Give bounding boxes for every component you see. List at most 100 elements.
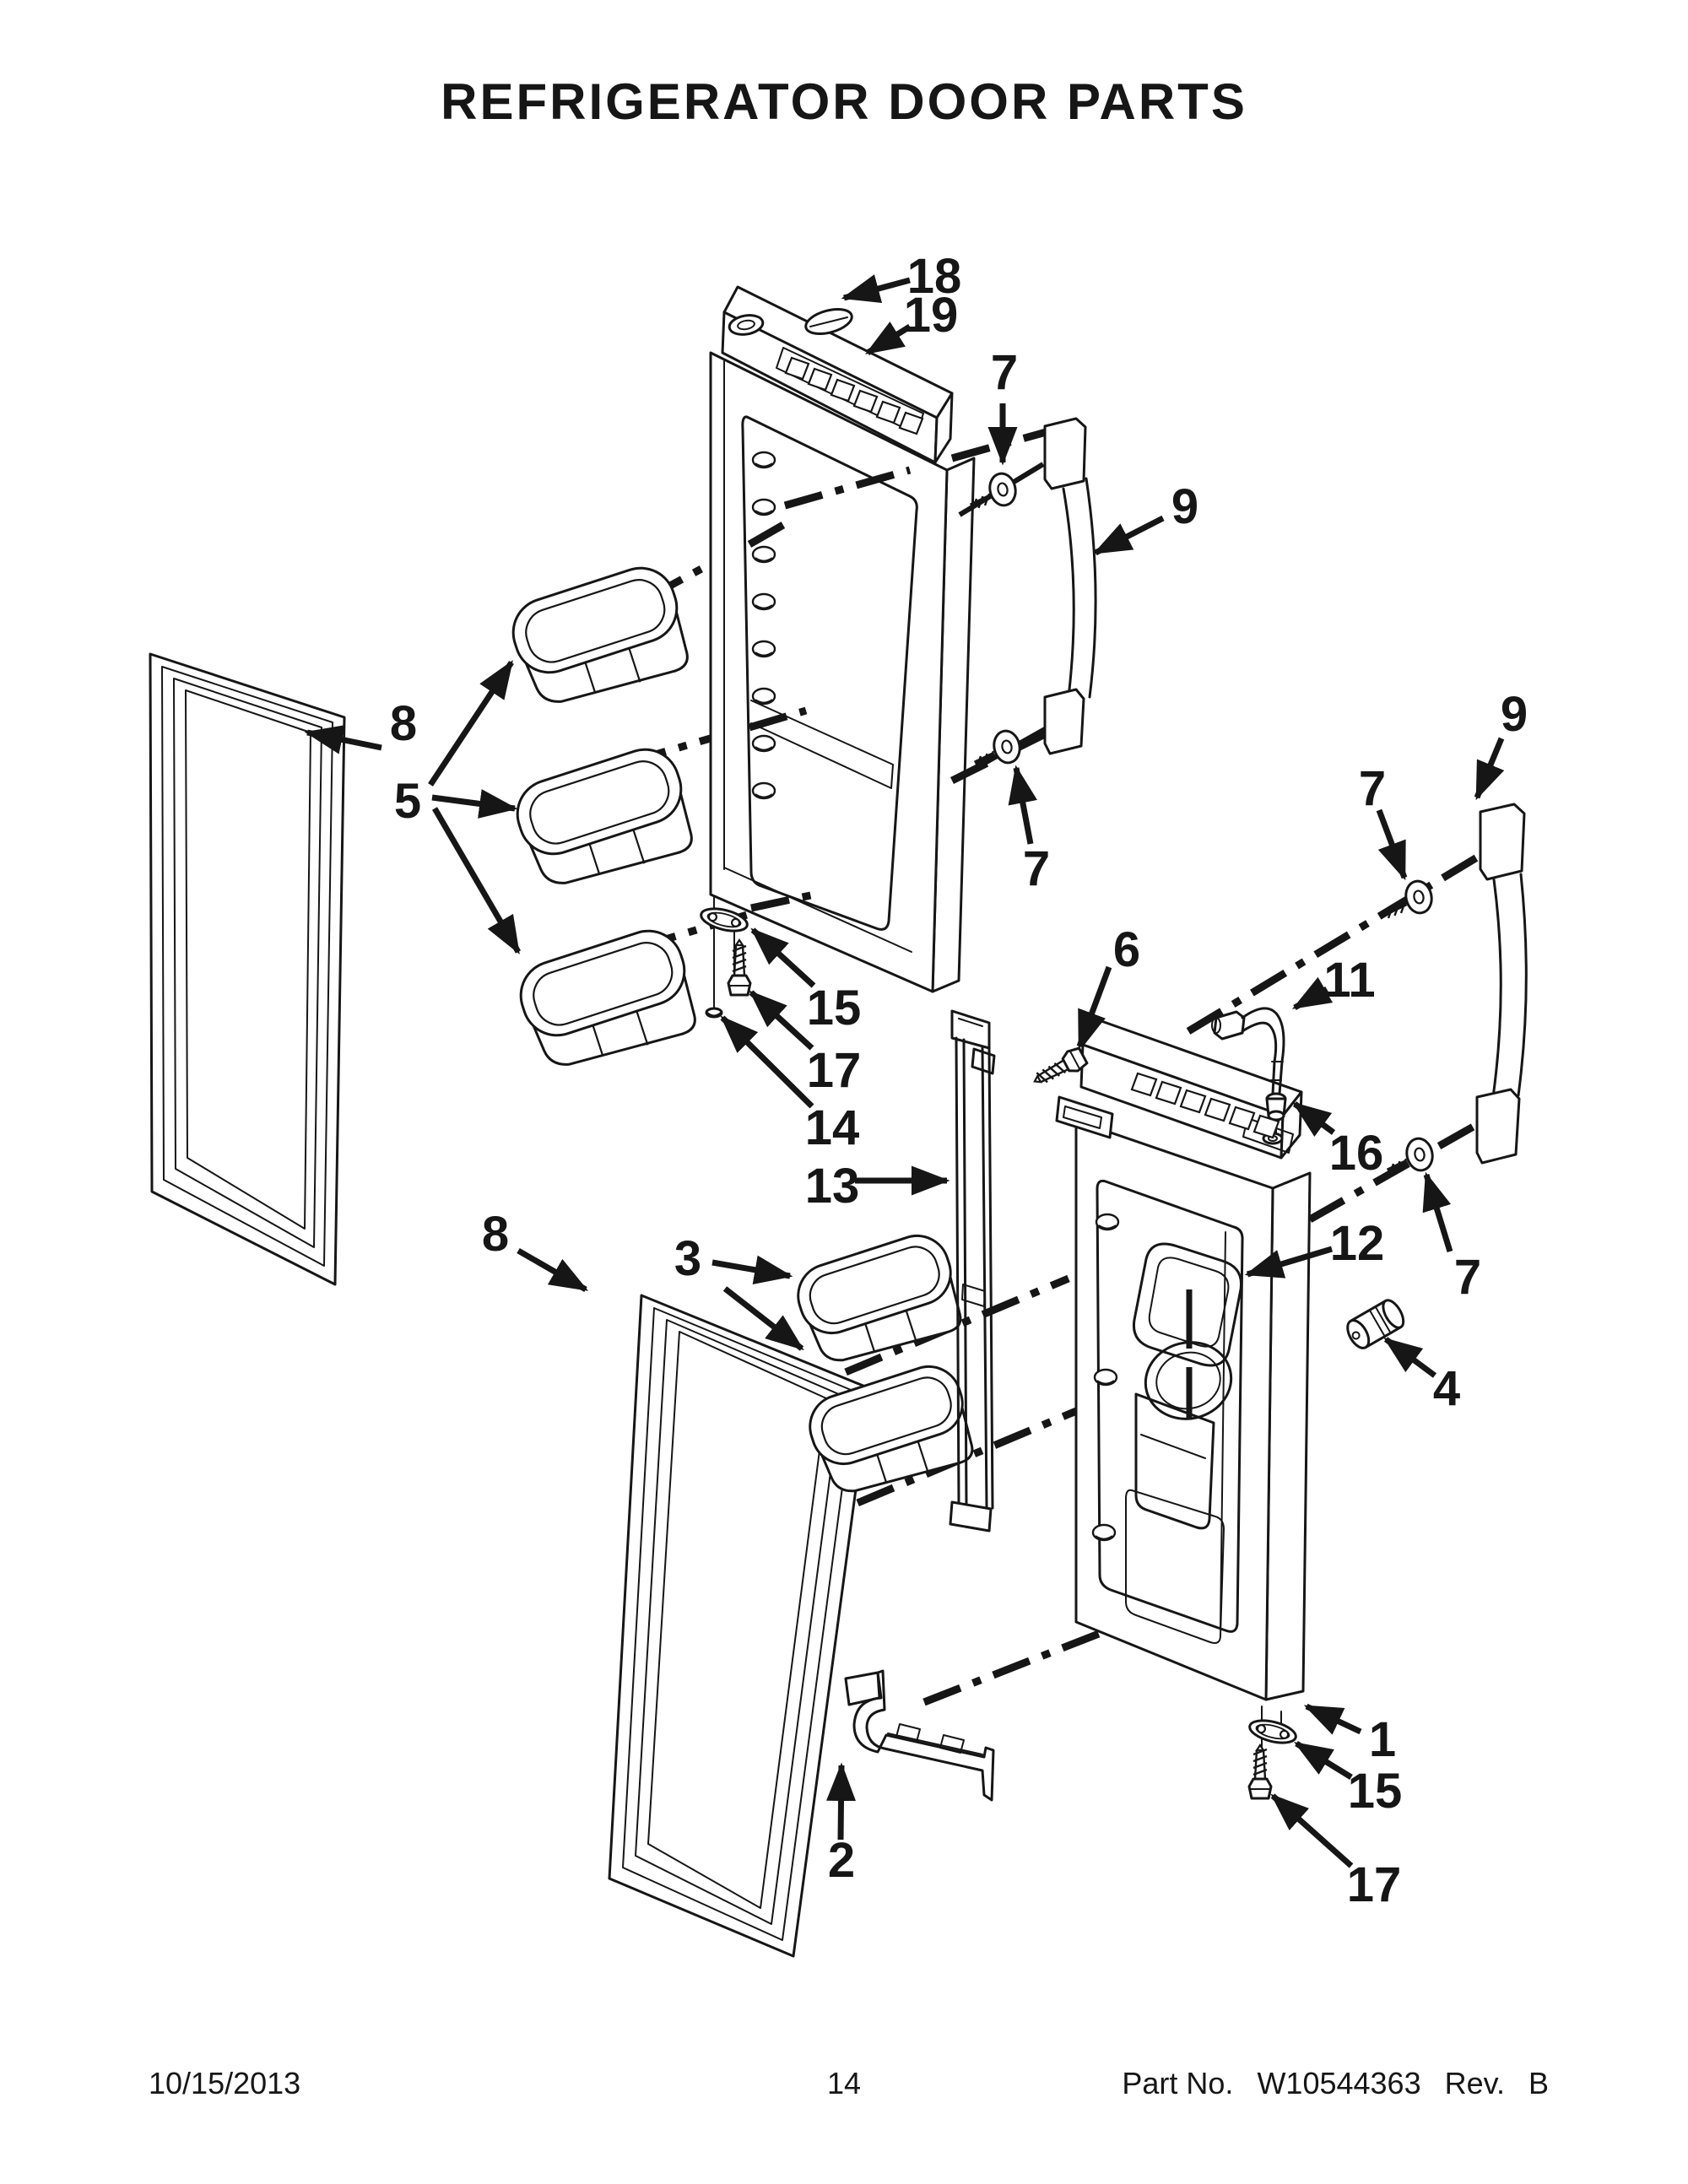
callout-label-17: 17 — [1347, 1857, 1402, 1912]
part-no-value: W10544363 — [1257, 2066, 1421, 2100]
callout-arrow — [1292, 1101, 1336, 1138]
filter-plug — [1346, 1299, 1405, 1349]
callout-13: 13 — [805, 1159, 950, 1214]
vent-slot — [830, 378, 856, 403]
callout-arrow — [1092, 515, 1165, 556]
callout-label-4: 4 — [1433, 1361, 1460, 1416]
callout-arrow — [722, 1286, 804, 1351]
callout-12: 12 — [1244, 1216, 1384, 1279]
callout-arrow — [1474, 737, 1505, 801]
centerline — [1186, 849, 1488, 1035]
door-bin — [797, 1234, 962, 1362]
vent-slot — [875, 400, 901, 424]
hex-screw — [727, 938, 752, 997]
shelf-support-dimple — [751, 734, 776, 753]
callout-arrow — [1291, 976, 1334, 1011]
callout-9: 9 — [1092, 479, 1198, 556]
vent-slot — [1252, 1114, 1280, 1139]
centerline — [565, 890, 816, 973]
callout-15: 15 — [1294, 1741, 1403, 1819]
vent-slot — [784, 356, 810, 381]
vent-slot — [852, 389, 879, 414]
callout-label-6: 6 — [1113, 922, 1140, 977]
callout-arrow — [750, 927, 816, 988]
callout-label-7: 7 — [1023, 841, 1050, 896]
handle-left-door — [1043, 417, 1097, 755]
vent-slot — [1204, 1097, 1231, 1122]
footer-part-reference: Part No. W10544363 Rev. B — [1122, 2066, 1549, 2101]
page-title: REFRIGERATOR DOOR PARTS — [441, 73, 1247, 130]
door-bin — [519, 929, 696, 1066]
callout-label-19: 19 — [904, 288, 959, 343]
revision-label: Rev. — [1444, 2066, 1505, 2100]
callout-label-11: 11 — [1323, 953, 1375, 1008]
shelf-support-dimple — [751, 545, 776, 564]
callout-label-14: 14 — [805, 1100, 860, 1155]
callout-label-8: 8 — [482, 1207, 509, 1262]
callout-1: 1 — [1303, 1703, 1396, 1767]
callout-arrow — [720, 1015, 814, 1109]
callout-14: 14 — [720, 1015, 860, 1155]
callout-arrow — [1422, 1171, 1453, 1253]
gasket-left-door — [149, 652, 346, 1286]
callout-arrow — [431, 789, 518, 819]
callout-3: 3 — [674, 1231, 804, 1351]
callout-4: 4 — [1383, 1337, 1460, 1416]
callout-9: 9 — [1474, 687, 1528, 801]
centerline — [747, 518, 792, 548]
callout-label-17: 17 — [807, 1043, 862, 1098]
vent-slot — [807, 367, 833, 392]
callout-18: 18 — [841, 249, 961, 304]
page-footer: 10/15/2013 14 Part No. W10544363 Rev. B — [0, 2066, 1688, 2106]
vent-slot — [1155, 1080, 1182, 1106]
callout-label-15: 15 — [1348, 1764, 1403, 1819]
callout-arrow — [431, 807, 522, 955]
callout-label-5: 5 — [394, 774, 421, 829]
callout-17: 17 — [1270, 1793, 1402, 1912]
callout-label-15: 15 — [807, 981, 862, 1035]
water-tube — [1211, 1007, 1287, 1133]
callout-arrow — [1303, 1703, 1362, 1735]
callout-label-9: 9 — [1501, 687, 1528, 742]
hinge-shim-plate — [700, 907, 749, 933]
callout-arrow — [1294, 1741, 1353, 1780]
callout-16: 16 — [1292, 1101, 1384, 1181]
shelf-support-dimple — [751, 640, 776, 658]
part-no-label: Part No. — [1122, 2066, 1234, 2100]
callout-arrow — [1244, 1246, 1334, 1279]
footer-date: 10/15/2013 — [149, 2066, 301, 2100]
shoulder-screw — [973, 729, 1021, 769]
callout-label-16: 16 — [1329, 1126, 1384, 1181]
callout-19: 19 — [865, 288, 959, 355]
callout-label-7: 7 — [991, 345, 1018, 400]
door-bin — [809, 1365, 974, 1493]
centerline — [783, 466, 912, 510]
centerline — [750, 890, 815, 912]
shoulder-screw — [1386, 1137, 1434, 1176]
callout-7: 7 — [1422, 1171, 1481, 1305]
vent-slot — [898, 411, 924, 435]
shoulder-screw — [969, 472, 1017, 511]
callout-7: 7 — [987, 345, 1018, 466]
gasket-right-door — [608, 1294, 871, 1958]
callout-6: 6 — [1076, 922, 1140, 1050]
callout-label-13: 13 — [805, 1159, 860, 1214]
hinge-shim-plate — [1248, 1719, 1297, 1744]
callout-label-3: 3 — [674, 1231, 701, 1286]
callout-7: 7 — [1008, 765, 1050, 896]
callout-arrow — [1008, 765, 1037, 845]
callout-label-2: 2 — [828, 1833, 855, 1888]
door-bins — [511, 566, 974, 1493]
shelf-support-dimple — [751, 592, 776, 611]
callout-7: 7 — [1359, 761, 1408, 881]
vent-slot — [1179, 1089, 1207, 1114]
hinge-bracket — [844, 1669, 995, 1802]
vent-slot — [1228, 1106, 1256, 1131]
hex-screw — [1247, 1743, 1273, 1800]
handle-right-door — [1475, 803, 1528, 1165]
callout-11: 11 — [1291, 953, 1376, 1011]
shelf-support-dimple — [751, 781, 776, 800]
